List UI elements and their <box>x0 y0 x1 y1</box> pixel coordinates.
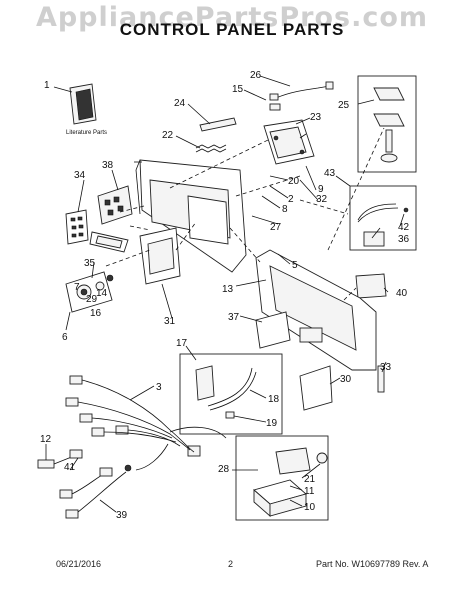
callout-31: 31 <box>164 316 176 327</box>
callout-34: 34 <box>74 170 86 181</box>
callout-43: 43 <box>324 168 336 179</box>
callout-10: 10 <box>304 502 316 513</box>
footer-page: 2 <box>228 559 234 569</box>
callout-leaders <box>45 75 405 513</box>
callout-41: 41 <box>64 462 76 473</box>
callout-9: 9 <box>318 184 324 195</box>
callout-7: 7 <box>74 282 80 293</box>
callout-27: 27 <box>270 222 282 233</box>
callout-13: 13 <box>222 284 234 295</box>
callout-8: 8 <box>282 204 288 215</box>
callout-29: 29 <box>86 294 98 305</box>
main-wire-harness <box>65 375 227 471</box>
callout-12: 12 <box>40 434 52 445</box>
callout-3: 3 <box>156 382 162 393</box>
callout-28: 28 <box>218 464 230 475</box>
callout-15: 15 <box>232 84 244 95</box>
side-bracket <box>299 365 385 411</box>
console-panel <box>135 159 247 273</box>
display-lens <box>89 231 129 253</box>
callout-14: 14 <box>96 288 108 299</box>
callout-19: 19 <box>266 418 278 429</box>
top-wire-harness <box>269 81 334 111</box>
assembly-guide-lines <box>105 127 385 301</box>
module-box <box>179 353 283 435</box>
footer-date: 06/21/2016 <box>56 559 102 569</box>
control-board-housing <box>263 119 315 165</box>
literature-label: Literature Parts <box>66 130 107 136</box>
label-plate <box>355 273 387 299</box>
callout-21: 21 <box>304 474 316 485</box>
lower-panel <box>255 249 377 371</box>
watermark: AppliancePartsPros.com <box>35 2 429 33</box>
callout-11: 11 <box>304 486 315 497</box>
callout-20: 20 <box>288 176 300 187</box>
small-harnesses <box>37 449 132 519</box>
callout-40: 40 <box>396 288 408 299</box>
callout-39: 39 <box>116 510 128 521</box>
callout-38: 38 <box>102 160 114 171</box>
callout-35: 35 <box>84 258 96 269</box>
callout-23: 23 <box>310 112 322 123</box>
callout-2: 2 <box>288 194 294 205</box>
literature-booklet: Literature Parts <box>53 83 107 136</box>
component-box <box>235 435 329 521</box>
callout-32: 32 <box>316 194 328 205</box>
wiring-kit-box <box>349 185 417 251</box>
callout-26: 26 <box>250 70 262 81</box>
callout-24: 24 <box>174 98 186 109</box>
callout-5: 5 <box>292 260 298 271</box>
knob-assembly <box>65 271 114 313</box>
ribbon-cables <box>195 117 237 153</box>
callout-18: 18 <box>268 394 280 405</box>
callout-33: 33 <box>380 362 392 373</box>
callout-25: 25 <box>338 100 350 111</box>
keypad-overlay <box>65 209 89 245</box>
callout-1: 1 <box>44 80 50 91</box>
callout-16: 16 <box>90 308 102 319</box>
callout-30: 30 <box>340 374 352 385</box>
callout-36: 36 <box>398 234 410 245</box>
button-bracket <box>97 185 133 225</box>
hinge-parts-box <box>357 75 417 173</box>
page-title: CONTROL PANEL PARTS <box>119 20 345 39</box>
callout-42: 42 <box>398 222 410 233</box>
callout-37: 37 <box>228 312 240 323</box>
callout-22: 22 <box>162 130 174 141</box>
callout-numbers: 1 2 3 5 6 7 8 9 10 11 12 13 14 15 16 17 … <box>40 70 410 521</box>
callout-6: 6 <box>62 332 68 343</box>
callout-17: 17 <box>176 338 188 349</box>
footer-part-info: Part No. W10697789 Rev. A <box>316 559 429 569</box>
interface-bracket <box>139 227 181 285</box>
